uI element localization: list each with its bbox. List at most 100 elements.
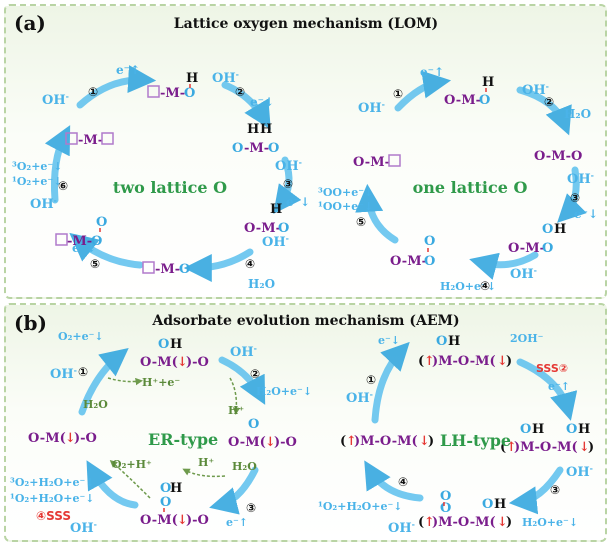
m-site: )M-O-M( xyxy=(514,440,578,455)
o-site: O xyxy=(542,241,553,256)
h-atom: H xyxy=(578,422,590,437)
lh-type-label: LH-type xyxy=(440,431,511,450)
bracket: ( xyxy=(500,440,506,455)
m-site: )M-O-M( xyxy=(354,434,418,449)
panel-b-title: Adsorbate evolution mechanism (AEM) xyxy=(151,313,459,329)
bracket: ) xyxy=(428,434,434,449)
panel-b-letter: (b) xyxy=(14,311,47,335)
h-atom: H xyxy=(170,481,182,496)
step-3: ③ xyxy=(550,483,560,497)
cycle-arrow xyxy=(557,166,587,223)
h-atom: H xyxy=(260,122,272,137)
o-site: O xyxy=(278,221,289,236)
m-site: )-O xyxy=(186,355,209,370)
spin-arrow: ↓ xyxy=(265,435,276,450)
vacancy-box xyxy=(101,132,114,145)
oh-label: OH- xyxy=(346,389,373,406)
m-site: -M- xyxy=(78,133,103,148)
o-site: O xyxy=(424,234,435,249)
e-down-label: e⁻↓ xyxy=(72,241,96,255)
m-site: O-M- xyxy=(508,241,545,256)
m-site: O-M-O xyxy=(534,149,582,164)
h2o-e-label: H₂O+e⁻↓ xyxy=(522,516,578,529)
o-site: O xyxy=(436,334,447,349)
spin-arrow: ↓ xyxy=(497,515,508,530)
er-cycle-arrows xyxy=(78,348,266,515)
m-site: )-O xyxy=(274,435,297,450)
step-3: ③ xyxy=(283,177,293,191)
h2o-label: H₂O xyxy=(232,460,257,473)
oh-label: OH- xyxy=(212,69,239,86)
oh-label: OH- xyxy=(50,365,77,382)
m-site: -M- xyxy=(244,141,269,156)
spin-arrow: ↓ xyxy=(177,513,188,528)
e-down-label: e⁻↓ xyxy=(286,195,310,209)
step-1: ① xyxy=(78,365,88,379)
h-atom: H xyxy=(170,337,182,352)
o-site: O xyxy=(96,215,107,230)
cycle-arrow xyxy=(273,156,302,214)
spin-arrow: ↓ xyxy=(177,355,188,370)
h-atom: H xyxy=(494,497,506,512)
oh-label: OH- xyxy=(510,265,537,282)
bracket: ) xyxy=(588,440,594,455)
cycle-arrow xyxy=(394,70,452,112)
o-site: O xyxy=(158,337,169,352)
cycle-arrow xyxy=(183,248,254,282)
step-1: ① xyxy=(366,373,376,387)
step-4: ④ xyxy=(398,475,408,489)
spin-arrow: ↑ xyxy=(424,515,435,530)
m-site: O-M- xyxy=(353,155,390,170)
oh-label: OH- xyxy=(262,233,289,250)
o-site: O xyxy=(440,489,451,504)
hplus-label: H⁺ xyxy=(228,404,244,417)
cycle-arrow xyxy=(44,125,71,204)
m-site: O-M( xyxy=(28,431,66,446)
bracket: ) xyxy=(506,354,512,369)
spin-arrow: ↓ xyxy=(579,440,590,455)
m-site: O-M( xyxy=(228,435,266,450)
lom-two-o-cycle-arrows xyxy=(44,65,302,282)
vacancy-box xyxy=(55,233,68,246)
cycle-arrow xyxy=(516,358,578,421)
cycle-arrow xyxy=(364,460,424,502)
cycle-arrow xyxy=(69,232,144,269)
o-site: O xyxy=(566,422,577,437)
e-up-label: e⁻↑ xyxy=(420,65,444,79)
step-2: ② xyxy=(544,95,554,109)
panel-a-letter: (a) xyxy=(14,11,46,35)
m-site: )M-O-M( xyxy=(432,515,496,530)
vacancy-box xyxy=(147,85,160,98)
h2o-e-label: H₂O+e⁻↓ xyxy=(256,385,312,398)
step-4: ④ xyxy=(480,279,490,293)
spin-arrow: ↑ xyxy=(424,354,435,369)
o-site: O xyxy=(232,141,243,156)
h2o-e-label: H₂O+e⁻↓ xyxy=(440,280,496,293)
er-green-arrows xyxy=(107,377,241,499)
proton-arrow xyxy=(107,377,143,386)
bracket: ( xyxy=(340,434,346,449)
bracket: ) xyxy=(506,515,512,530)
er-type-label: ER-type xyxy=(148,430,218,449)
e-down-label: e⁻↓ xyxy=(574,207,598,221)
cycle-arrow xyxy=(516,86,572,136)
h-atom: H xyxy=(532,422,544,437)
step-2: ② xyxy=(235,85,245,99)
step-1: ① xyxy=(393,87,403,101)
e-up-label: e⁻↑ xyxy=(548,380,570,393)
oh-label: OH- xyxy=(230,343,257,360)
lom-two-o-species: OH- ① e⁻↑ -M- O H OH- ② e⁻↓ H H O -M- O … xyxy=(12,63,310,291)
o1-h2o-release-label: ¹O₂+H₂O+e⁻↓ xyxy=(318,500,402,513)
o2-hplus-label: O₂+H⁺ xyxy=(112,458,152,471)
h-atom: H xyxy=(270,202,282,217)
oh-label: OH- xyxy=(42,91,69,108)
o3-release-label: ³O₂+e⁻↓ xyxy=(12,160,62,173)
o-site: O xyxy=(179,262,190,277)
o-site: O xyxy=(440,501,451,516)
spin-arrow: ↑ xyxy=(346,434,357,449)
o-site: O xyxy=(248,417,259,432)
lom-one-o-species: OH- ① e⁻↑ H O-M- O OH- ② H₂O O-M-O OH- ③… xyxy=(318,65,598,293)
e-up-label: e⁻↑ xyxy=(116,63,140,77)
cycle-arrow xyxy=(218,356,266,405)
